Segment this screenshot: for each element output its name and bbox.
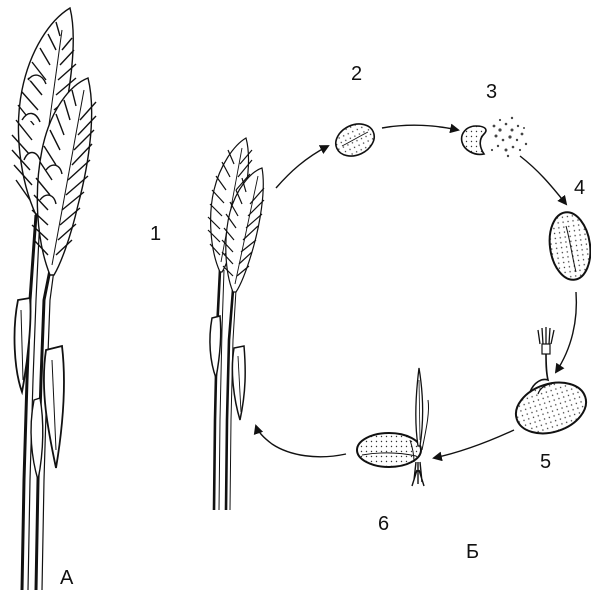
stage-3-grain-spores bbox=[462, 117, 528, 157]
stage-6-label: 6 bbox=[378, 514, 389, 534]
panel-a-label: А bbox=[60, 568, 73, 588]
arrow-3-to-4 bbox=[520, 156, 566, 204]
arrow-4-to-5 bbox=[556, 292, 576, 372]
stage-1-label: 1 bbox=[150, 224, 161, 244]
arrow-1-to-2 bbox=[276, 146, 328, 188]
panel-b-label: Б bbox=[466, 542, 479, 562]
panel-b-wheat-plant bbox=[210, 270, 245, 510]
stage-6-seedling bbox=[357, 368, 429, 486]
stage-2-label: 2 bbox=[351, 64, 362, 84]
stage-2-grain bbox=[331, 118, 380, 162]
stage-5-label: 5 bbox=[540, 452, 551, 472]
arrow-5-to-6 bbox=[434, 430, 514, 458]
arrow-2-to-3 bbox=[382, 125, 458, 130]
arrow-6-to-1 bbox=[256, 426, 346, 457]
stage-5-germinating-grain bbox=[509, 327, 591, 442]
stage-4-grain bbox=[545, 210, 591, 283]
stage-4-label: 4 bbox=[574, 178, 585, 198]
stage-3-label: 3 bbox=[486, 82, 497, 102]
